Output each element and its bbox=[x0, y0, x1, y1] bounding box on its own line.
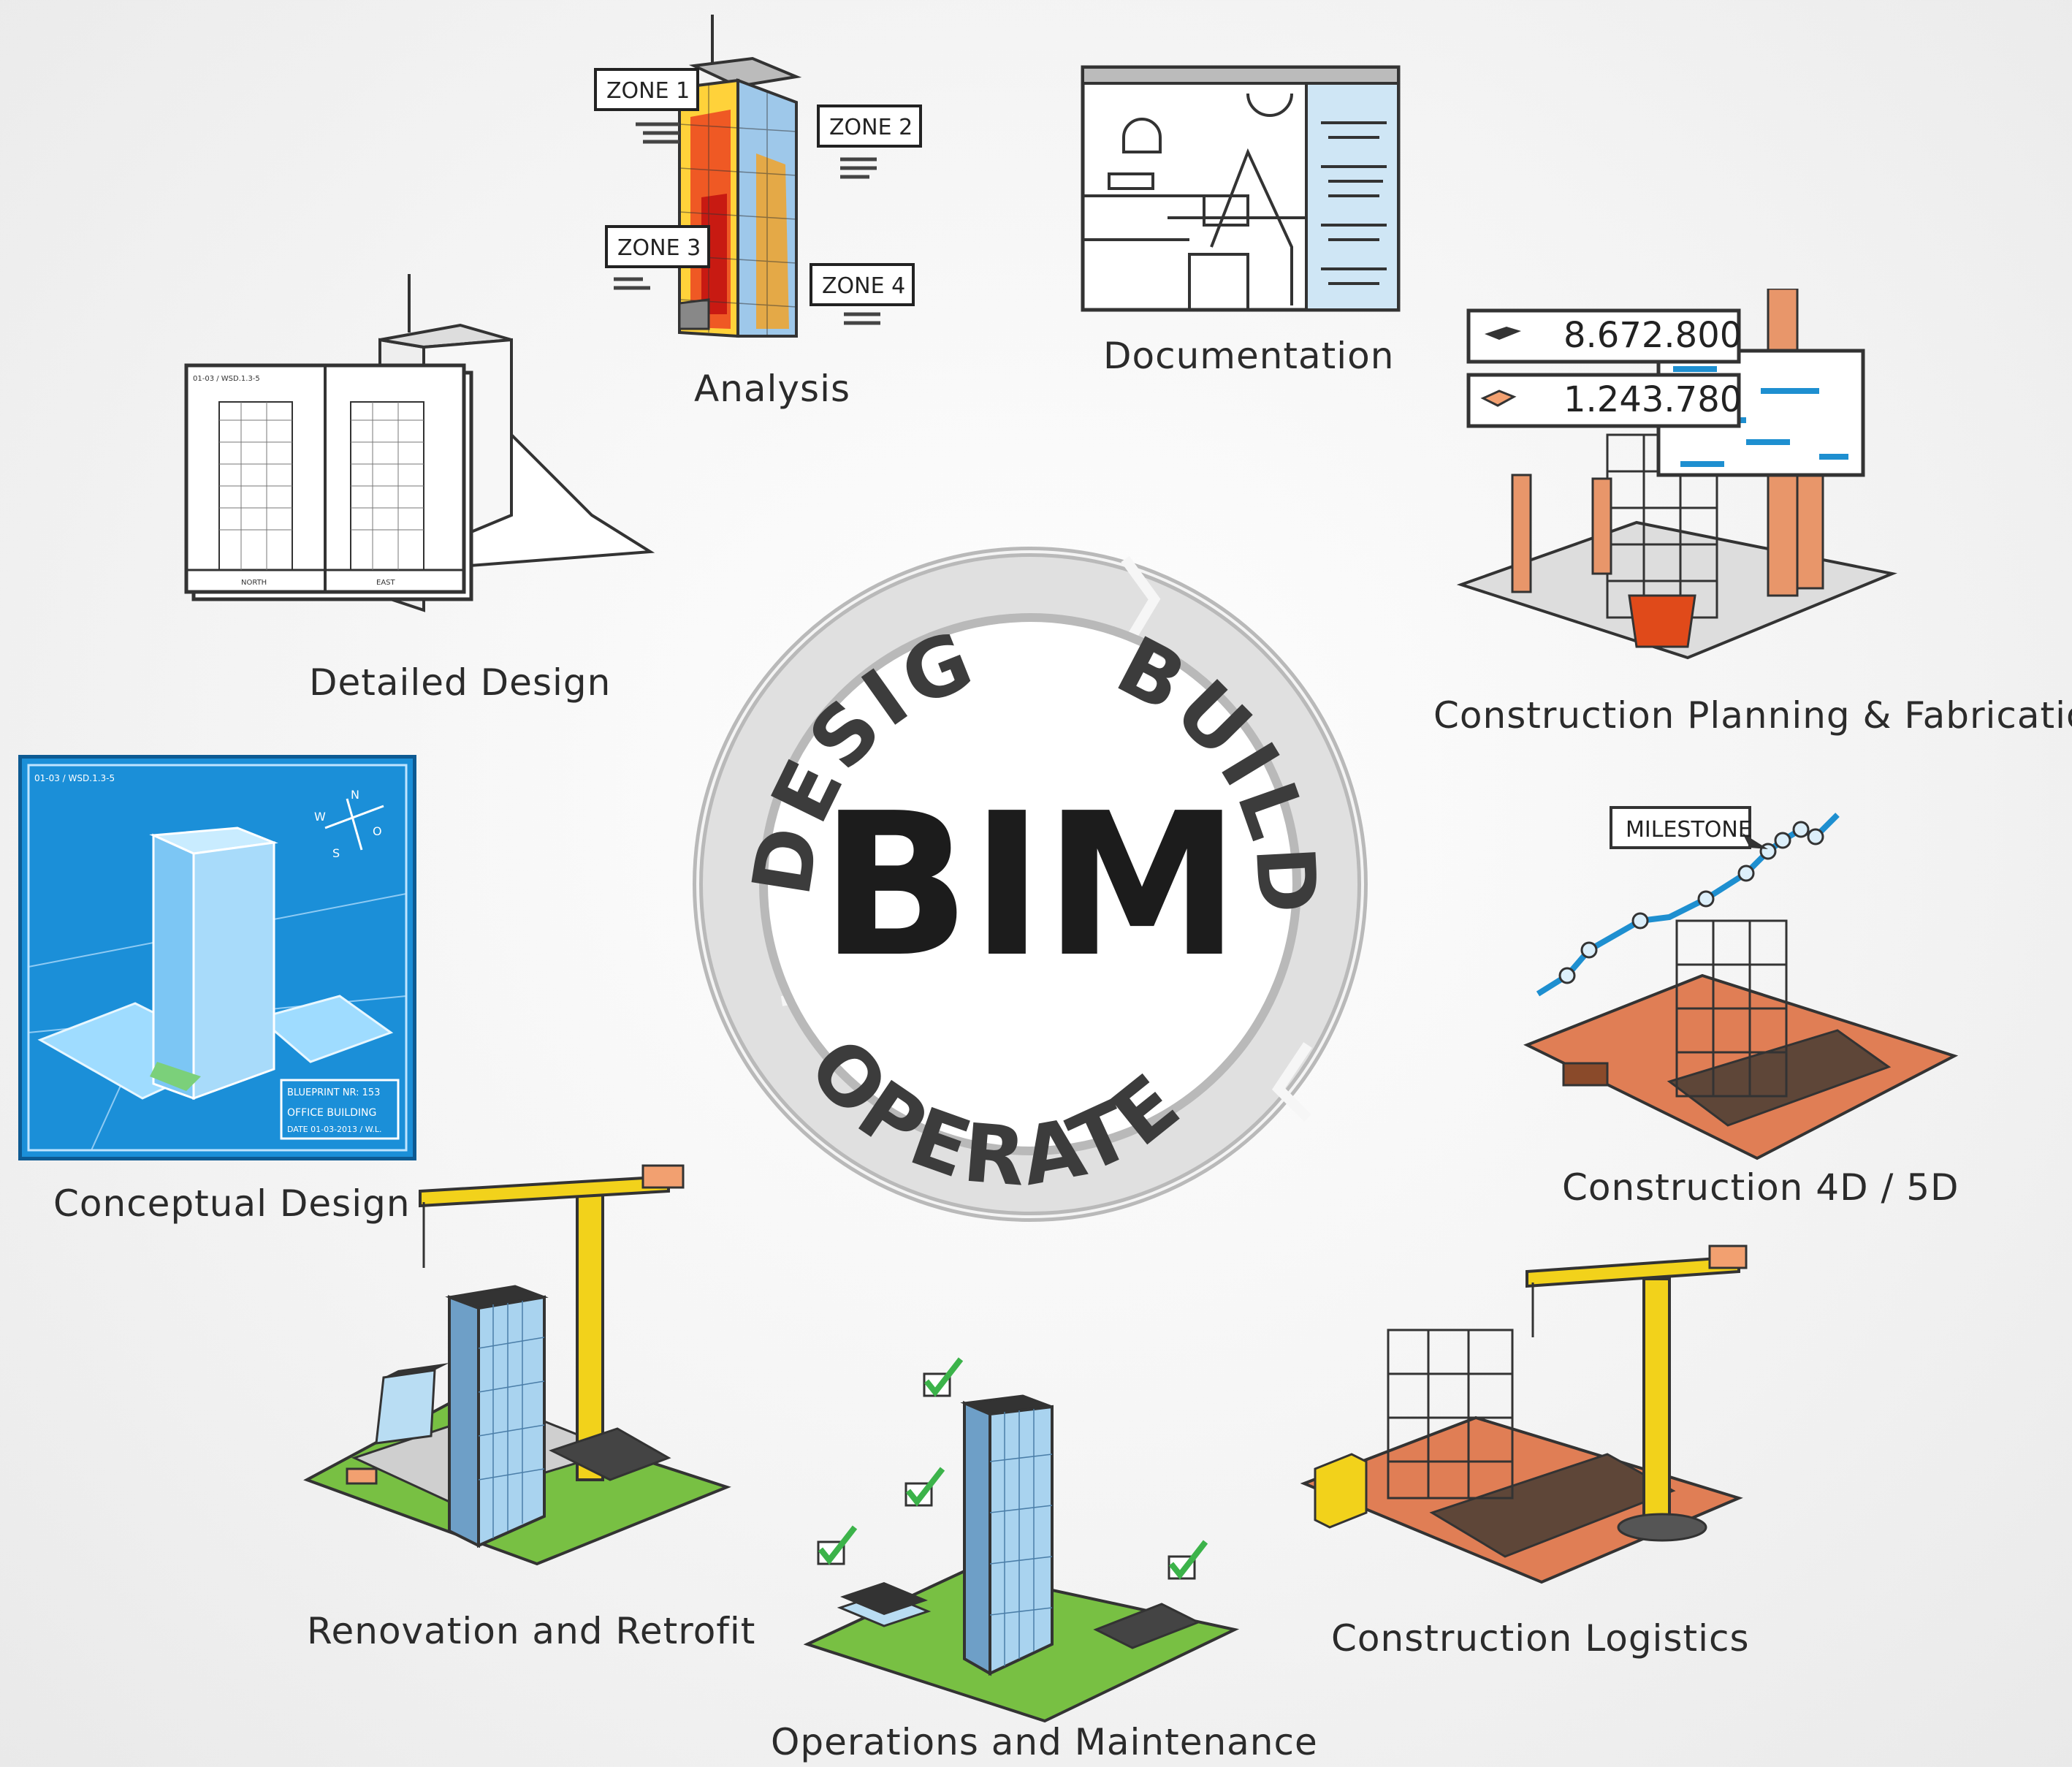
zone-callouts: ZONE 1 ZONE 2 ZONE 3 ZONE 4 bbox=[594, 68, 922, 325]
renovation-illustration bbox=[303, 1164, 731, 1566]
check-icon bbox=[923, 1357, 964, 1397]
check-icon bbox=[817, 1525, 858, 1565]
construction-4d5d-illustration: MILESTONE bbox=[1523, 806, 1959, 1160]
milestone-label: MILESTONE bbox=[1626, 817, 1752, 843]
check-icon bbox=[904, 1467, 945, 1507]
planning-steel-value: 8.672.800 bbox=[1563, 315, 1742, 356]
documentation-label: Documentation bbox=[1103, 335, 1395, 377]
detailed-sheet-north: NORTH bbox=[241, 579, 267, 587]
zone-4-label: ZONE 4 bbox=[822, 273, 905, 299]
detailed-sheet-east: EAST bbox=[376, 579, 396, 587]
detailed-sheet-code: 01-03 / WSD.1.3-5 bbox=[193, 375, 260, 383]
logistics-illustration bbox=[1300, 1244, 1748, 1584]
analysis-illustration bbox=[678, 15, 802, 338]
conceptual-design-illustration: 01-03 / WSD.1.3-5 N O S W BLUEPRINT NR: … bbox=[18, 755, 416, 1160]
blueprint-number: BLUEPRINT NR: 153 bbox=[287, 1087, 380, 1098]
blueprint-building: OFFICE BUILDING bbox=[287, 1107, 376, 1119]
planning-bricks-value: 1.243.780 bbox=[1563, 379, 1742, 420]
construction-4d5d-label: Construction 4D / 5D bbox=[1562, 1166, 1959, 1209]
detailed-design-illustration: 01-03 / WSD.1.3-5 NORTH EAST bbox=[184, 274, 655, 612]
compass-w: W bbox=[314, 810, 326, 824]
compass-n: N bbox=[351, 788, 359, 802]
zone-1-label: ZONE 1 bbox=[606, 78, 690, 104]
detailed-design-label: Detailed Design bbox=[309, 661, 612, 704]
renovation-label: Renovation and Retrofit bbox=[307, 1610, 756, 1652]
operations-label: Operations and Maintenance bbox=[771, 1721, 1318, 1763]
bim-title: BIM bbox=[820, 770, 1241, 1000]
operations-illustration bbox=[804, 1357, 1240, 1723]
construction-planning-illustration: 8.672.800 1.243.780 bbox=[1456, 289, 1897, 660]
blueprint-sheet-code: 01-03 / WSD.1.3-5 bbox=[34, 773, 115, 783]
analysis-label: Analysis bbox=[694, 368, 851, 410]
documentation-illustration bbox=[1081, 65, 1401, 312]
conceptual-design-label: Conceptual Design bbox=[53, 1182, 411, 1225]
compass-s: S bbox=[332, 846, 340, 860]
check-icon bbox=[1168, 1540, 1208, 1580]
construction-planning-label: Construction Planning & Fabrication bbox=[1433, 694, 2072, 737]
logistics-label: Construction Logistics bbox=[1331, 1617, 1750, 1660]
compass-o: O bbox=[373, 824, 382, 838]
zone-3-label: ZONE 3 bbox=[617, 235, 701, 261]
zone-2-label: ZONE 2 bbox=[829, 115, 913, 140]
blueprint-date: DATE 01-03-2013 / W.L. bbox=[287, 1125, 381, 1134]
bim-lifecycle-ring: DESIGN BUILD OPERATE BIM bbox=[628, 490, 1368, 1222]
